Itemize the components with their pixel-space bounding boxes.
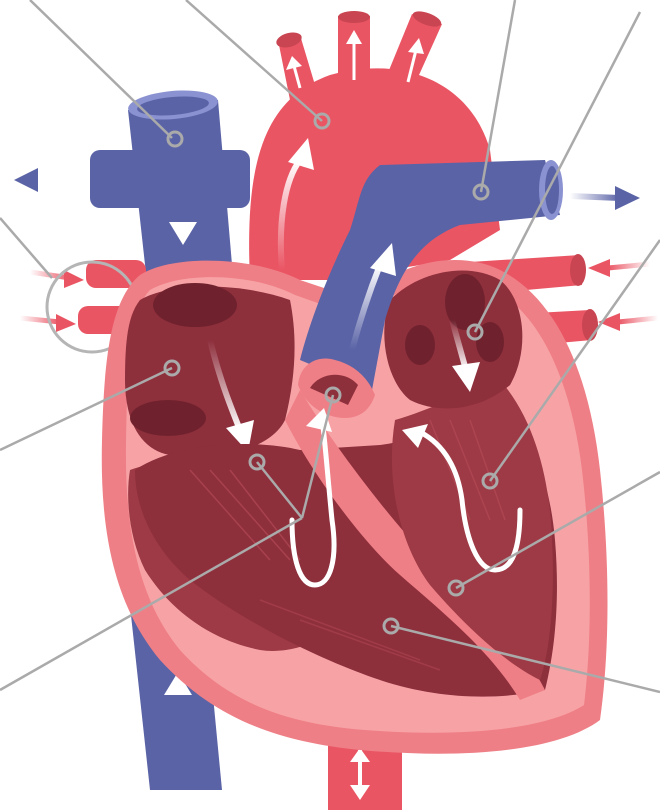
left-atrium bbox=[384, 270, 522, 408]
left-blue-branch bbox=[14, 150, 250, 208]
leader-top-left bbox=[30, 0, 172, 138]
right-atrium bbox=[125, 283, 295, 456]
leader-pulmonary-veins-left bbox=[0, 218, 52, 278]
